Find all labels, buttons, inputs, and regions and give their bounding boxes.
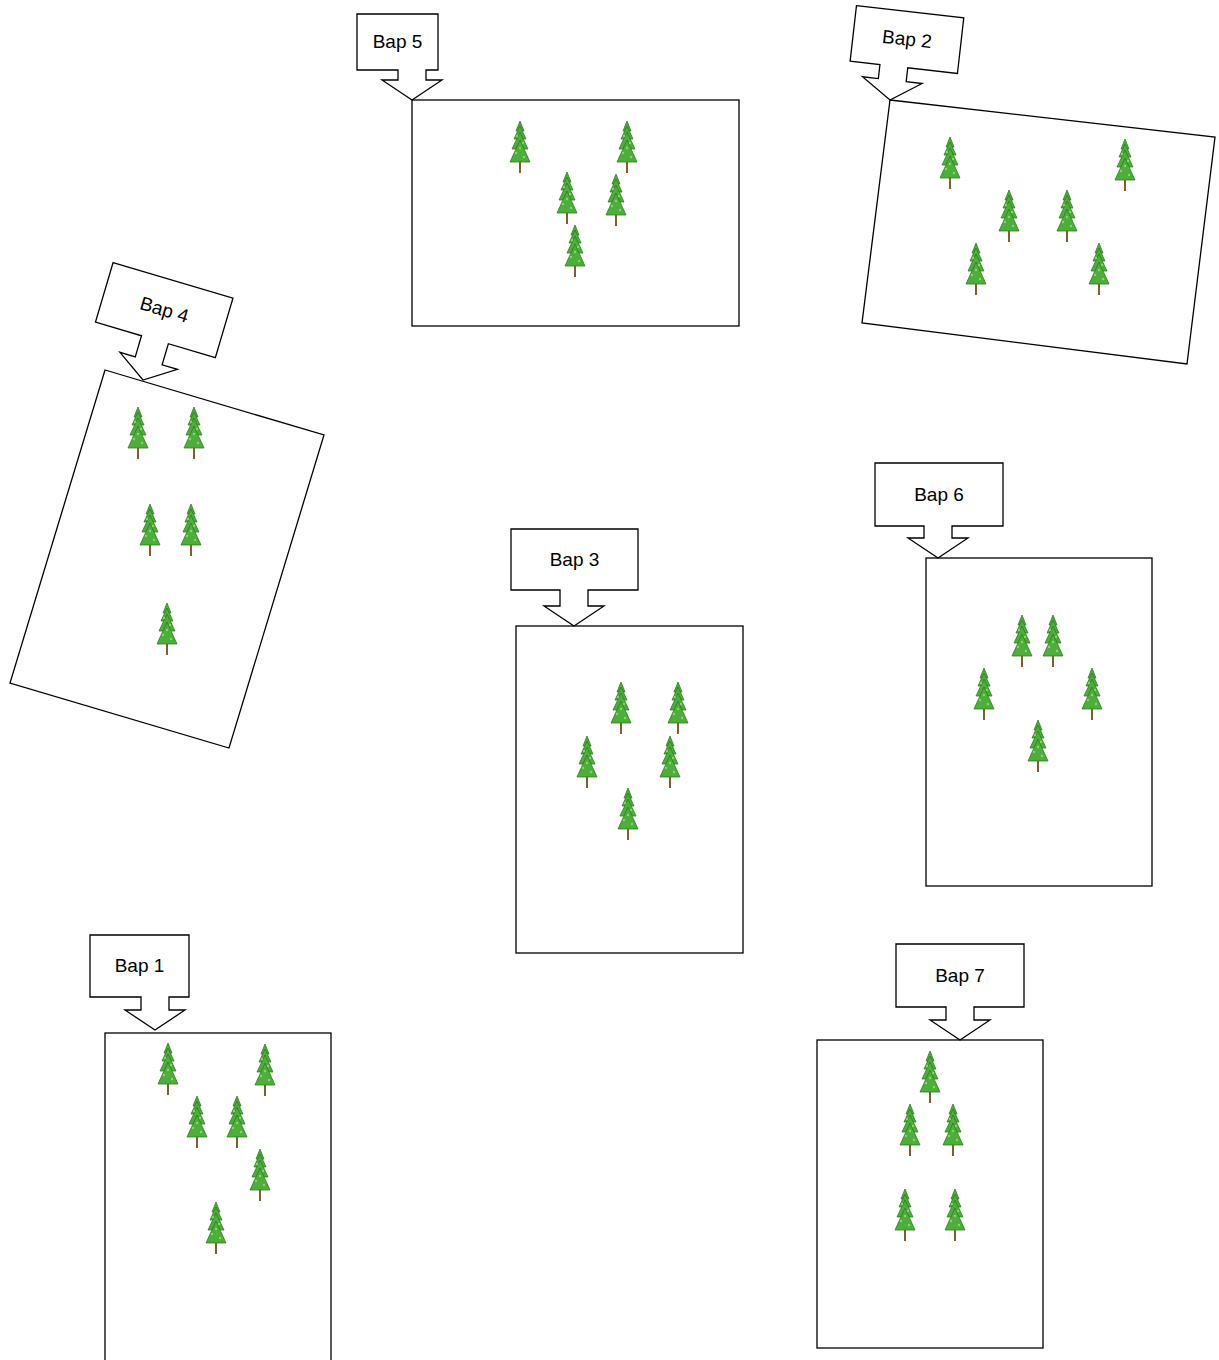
callout-outline [511, 529, 638, 626]
callout-box: Bap 1 [90, 935, 189, 1030]
callout-outline [357, 14, 438, 100]
callout-label: Bap 7 [935, 965, 985, 987]
plot-rectangle [817, 1040, 1043, 1348]
callout-shape [511, 529, 638, 626]
callout-outline [875, 463, 1003, 558]
callout-label: Bap 4 [137, 293, 191, 328]
plot-rectangle [516, 626, 743, 953]
plot-rectangle [926, 558, 1152, 886]
callout-box: Bap 7 [896, 944, 1024, 1040]
callout-box: Bap 2 [846, 6, 963, 108]
callout-outline [846, 6, 963, 108]
callout-shape [84, 263, 233, 398]
callout-box: Bap 3 [511, 529, 638, 626]
callout-outline [90, 935, 189, 1030]
callout-text-area: Bap 2 [850, 6, 964, 74]
plot-rectangle [862, 100, 1215, 364]
callout-text-area: Bap 7 [896, 944, 1024, 1007]
callout-text-area: Bap 1 [90, 935, 189, 997]
callout-shape [875, 463, 1003, 558]
callout-text-area: Bap 6 [875, 463, 1003, 526]
callout-label: Bap 6 [914, 484, 964, 506]
callout-label: Bap 3 [550, 549, 600, 571]
plot-rectangle [105, 1033, 331, 1360]
callout-shape [896, 944, 1024, 1040]
callout-label: Bap 2 [881, 26, 933, 53]
plot-rectangle [10, 370, 324, 748]
callout-outline [896, 944, 1024, 1040]
tree-group [128, 121, 1135, 1254]
plot-rectangle [412, 100, 739, 326]
callout-shape [357, 14, 442, 100]
callout-label: Bap 5 [373, 31, 423, 53]
callout-box: Bap 5 [357, 14, 438, 100]
callout-text-area: Bap 3 [511, 529, 638, 590]
callout-text-area: Bap 5 [357, 14, 438, 70]
callout-box: Bap 6 [875, 463, 1003, 558]
callout-shape [846, 6, 963, 108]
callout-label: Bap 1 [115, 955, 165, 977]
callout-shape [90, 935, 189, 1030]
